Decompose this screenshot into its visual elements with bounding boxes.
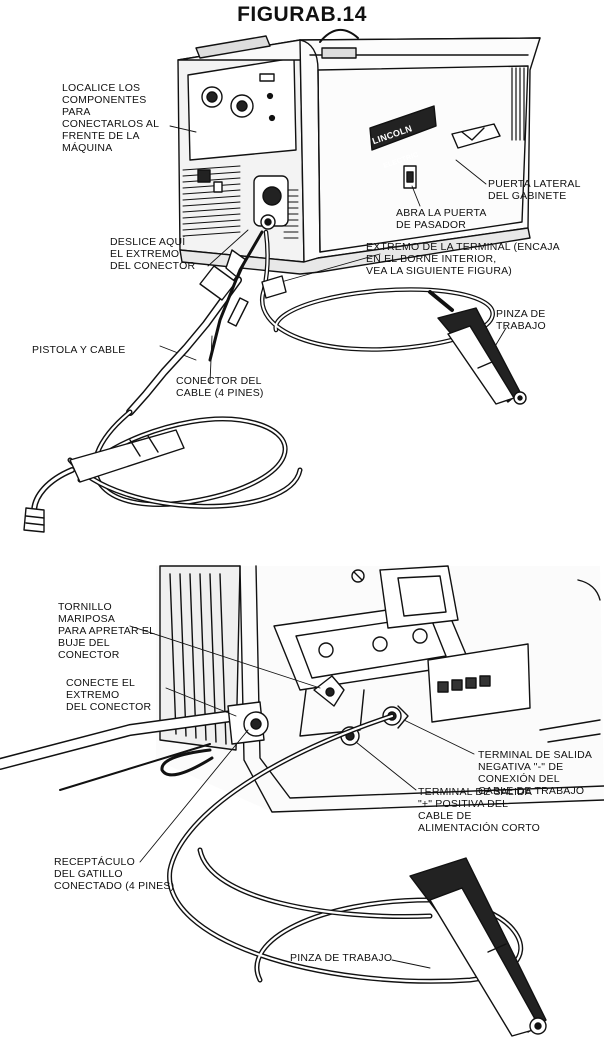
label-side-door: PUERTA LATERAL DEL GABINETE — [488, 178, 581, 202]
welder-machine — [177, 29, 541, 275]
label-trigger-receptacle: RECEPTÁCULO DEL GATILLO CONECTADO (4 PIN… — [54, 856, 175, 892]
label-slide-connector: DESLICE AQUÍ EL EXTREMO DEL CONECTOR — [110, 236, 196, 272]
wing-screw-icon — [313, 675, 345, 707]
work-clamp-bottom — [409, 857, 547, 1037]
brand-line-1: LINCOLN — [370, 123, 414, 147]
four-pin-control-cable — [208, 230, 264, 362]
machine-interior — [156, 565, 604, 813]
label-positive-terminal: TERMINAL DE SALIDA "+" POSITIVA DEL CABL… — [418, 786, 541, 834]
label-work-clamp-top: PINZA DE TRABAJO — [496, 308, 546, 332]
bottom-leaders — [129, 625, 475, 969]
brand-line-2: ELECTRIC — [382, 151, 420, 171]
gun-and-cable — [23, 249, 303, 533]
label-cable-connector: CONECTOR DEL CABLE (4 PINES) — [176, 375, 264, 399]
figure-title: FIGURAB.14 — [237, 3, 367, 26]
label-gun-and-cable: PISTOLA Y CABLE — [32, 344, 126, 356]
work-clamp-top — [437, 307, 527, 405]
gun-cable-bottom — [0, 701, 269, 791]
label-work-clamp-bottom: PINZA DE TRABAJO — [290, 952, 393, 964]
front-vents — [182, 165, 299, 239]
bottom-illustration — [0, 565, 604, 1037]
label-negative-terminal: TERMINAL DE SALIDA NEGATIVA "-" DE CONEX… — [478, 749, 593, 797]
label-latch-door: ABRA LA PUERTA DE PASADOR — [396, 207, 487, 231]
label-terminal-end: EXTREMO DE LA TERMINAL (ENCAJA EN EL BOR… — [366, 241, 560, 277]
work-cable-bottom — [167, 713, 524, 984]
label-connect-end: CONECTE EL EXTREMO DEL CONECTOR — [66, 677, 152, 713]
top-illustration — [23, 29, 541, 533]
label-locate-components: LOCALICE LOS COMPONENTES PARA CONECTARLO… — [62, 82, 160, 154]
label-wing-screw: TORNILLO MARIPOSA PARA APRETAR EL BUJE D… — [58, 601, 156, 661]
side-vents — [511, 67, 525, 141]
brand-plate — [369, 105, 437, 151]
